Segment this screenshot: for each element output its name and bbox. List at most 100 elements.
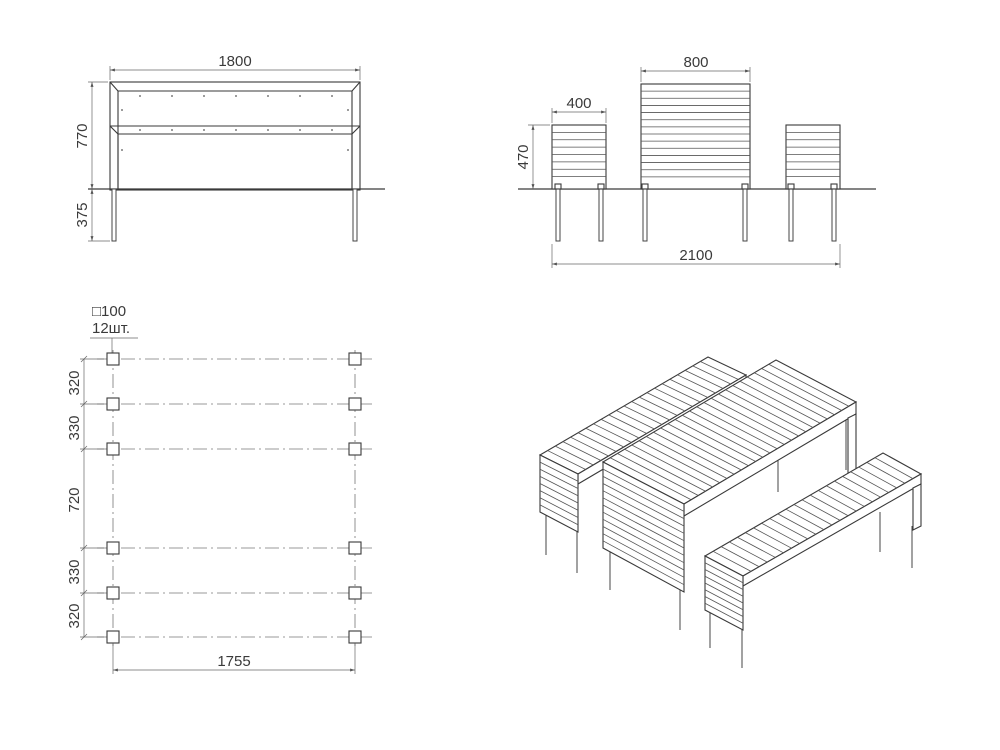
plan-length-label: 1755 [217, 653, 250, 670]
spacing-label-2: 330 [66, 415, 83, 440]
slat-line [602, 490, 685, 534]
slat-line [729, 541, 768, 563]
slat-line [682, 414, 764, 458]
slat-line [539, 476, 579, 497]
slat-line [669, 378, 708, 398]
slat-line [578, 432, 617, 452]
bench-width-label: 400 [566, 95, 591, 112]
slat-line [547, 450, 586, 470]
post-square [106, 630, 120, 644]
slat-line [539, 483, 579, 504]
slat-line [704, 575, 744, 597]
slat-line [616, 410, 655, 430]
slat-line [602, 504, 685, 549]
slat-line [617, 453, 699, 496]
slat-line [785, 508, 825, 530]
slat-line [667, 423, 749, 467]
post-square [348, 442, 362, 456]
slat-line [703, 402, 785, 445]
spacing-label-3: 720 [66, 487, 83, 512]
slat-line [662, 383, 701, 403]
slat-line [639, 396, 678, 416]
slat-line [602, 468, 685, 512]
slat-line [718, 393, 799, 437]
slat-line [539, 461, 579, 482]
slat-line [570, 436, 609, 457]
slat-line [754, 372, 835, 416]
plan-view: □100 12шт. 320 330 720 330 320 1755 [66, 303, 372, 674]
slat-line [761, 368, 842, 411]
slat-line [608, 414, 647, 434]
post-right [352, 188, 358, 242]
slat-line [710, 397, 792, 441]
post-size-note: □100 12шт. [90, 303, 138, 356]
dimension-tick [80, 355, 88, 363]
slat-line [539, 490, 579, 511]
post-square [106, 397, 120, 411]
total-width-label: 2100 [679, 247, 712, 264]
slat-line [732, 385, 814, 428]
slat-line [689, 410, 771, 454]
slat-line [858, 466, 897, 489]
slat-line [638, 440, 721, 484]
side-view: 400 800 470 2100 [515, 54, 876, 268]
slat-line [602, 475, 685, 520]
slat-line [725, 389, 807, 433]
slat-line [753, 527, 792, 549]
slat-line [539, 497, 579, 518]
spacing-label-4: 330 [66, 559, 83, 584]
spacing-label-5: 320 [66, 603, 83, 628]
bench-right-side [785, 124, 841, 242]
slat-line [631, 401, 670, 421]
slat-line [809, 494, 849, 517]
post-size-label: □100 [92, 303, 126, 320]
front-view: 1800 770 375 [74, 53, 385, 242]
slat-line [818, 490, 857, 512]
slat-line [602, 511, 685, 556]
slat-line [801, 499, 841, 521]
slat-line [562, 441, 602, 461]
slat-line [602, 497, 685, 542]
slat-line [700, 361, 739, 380]
slat-line [737, 536, 776, 558]
slat-line [692, 365, 731, 385]
slat-line [646, 392, 686, 412]
slat-line [793, 504, 833, 526]
slat-line [602, 540, 685, 586]
slat-line [631, 444, 713, 488]
slat-line [623, 405, 663, 425]
slat-line [674, 419, 756, 462]
slat-line [834, 480, 873, 503]
slat-line [704, 602, 744, 624]
slat-line [539, 504, 579, 526]
slat-line [850, 471, 889, 493]
dimension-tick [80, 633, 88, 641]
post-square [106, 541, 120, 555]
post-count-label: 12шт. [92, 320, 130, 337]
slat-line [677, 374, 716, 394]
slat-line [610, 457, 692, 501]
post-square [348, 541, 362, 555]
slat-line [704, 569, 744, 590]
slat-line [600, 419, 640, 439]
slat-line [646, 436, 728, 479]
isometric-view [538, 356, 923, 668]
slat-line [704, 582, 744, 604]
dimension-tick [80, 589, 88, 597]
slat-line [696, 406, 778, 450]
slat-line [712, 550, 752, 572]
post-square [106, 586, 120, 600]
bench-height-label: 470 [515, 144, 532, 169]
dimension-tick [80, 544, 88, 552]
slat-line [746, 376, 828, 420]
slat-line [739, 380, 821, 424]
front-width-label: 1800 [218, 53, 251, 70]
slat-line [602, 483, 685, 527]
table-iso [601, 359, 858, 630]
bench-front-iso [703, 452, 923, 668]
slat-line [777, 513, 817, 535]
slat-line [704, 596, 744, 617]
slat-line [704, 562, 744, 584]
slat-line [704, 589, 744, 611]
post-left [111, 188, 117, 242]
